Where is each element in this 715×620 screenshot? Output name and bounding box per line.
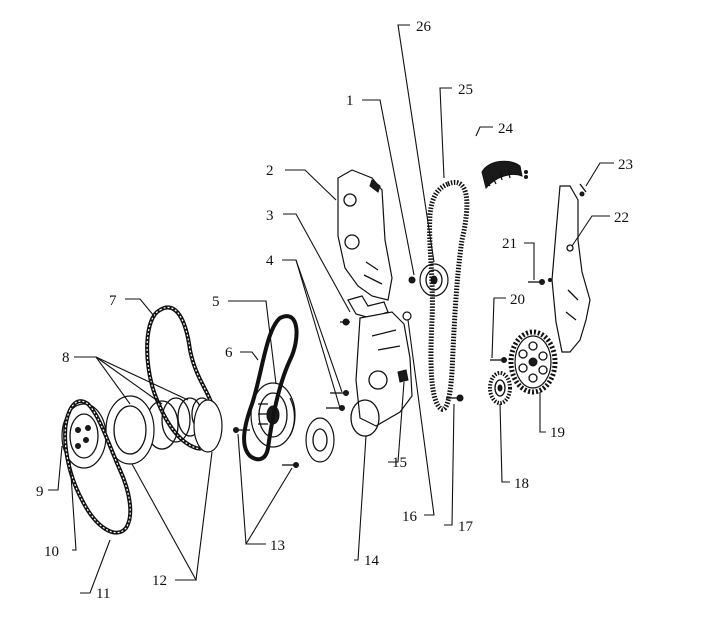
callout-10: 10 [44,544,59,560]
callout-13: 13 [270,538,285,554]
callout-7: 7 [109,293,117,309]
washers-bolts [233,427,299,468]
belt-bolt [446,394,464,402]
callout-21: 21 [502,236,517,252]
gear-bolt [490,357,507,363]
callout-19: 19 [550,425,565,441]
v-belt-11 [63,399,133,535]
callout-23: 23 [618,157,633,173]
callout-8: 8 [62,350,70,366]
callout-18: 18 [514,476,529,492]
plate-bolts [528,183,587,285]
middle-pulley [105,395,223,465]
leader-lines [48,24,614,594]
upper-timing-cover [337,169,393,301]
cover-bolts [326,390,349,411]
callout-6: 6 [225,345,233,361]
callout-26: 26 [416,19,432,35]
callout-2: 2 [266,163,274,179]
callout-11: 11 [96,586,110,602]
backing-plate [551,185,591,353]
callout-22: 22 [614,210,629,226]
callout-25: 25 [458,82,473,98]
callout-15: 15 [392,455,407,471]
callout-17: 17 [458,519,474,535]
callout-9: 9 [36,484,44,500]
pulley-rear [305,417,335,463]
small-bolt [402,276,416,321]
lower-timing-cover [350,311,413,437]
callout-labels: 1 2 3 4 5 6 7 8 9 10 11 12 13 14 15 16 1… [36,19,633,602]
bracket [340,295,389,326]
callout-1: 1 [346,93,354,109]
callout-3: 3 [266,208,274,224]
callout-12: 12 [152,573,167,589]
callout-5: 5 [212,294,220,310]
callout-14: 14 [364,553,380,569]
callout-16: 16 [402,509,418,525]
accessory-belt-6 [242,314,299,462]
segment-fragment [481,160,528,190]
crank-sprocket [488,371,512,405]
timing-belt [427,179,470,412]
callout-20: 20 [510,292,525,308]
camshaft-gear [508,329,558,395]
callout-24: 24 [498,121,514,137]
callout-4: 4 [266,253,274,269]
